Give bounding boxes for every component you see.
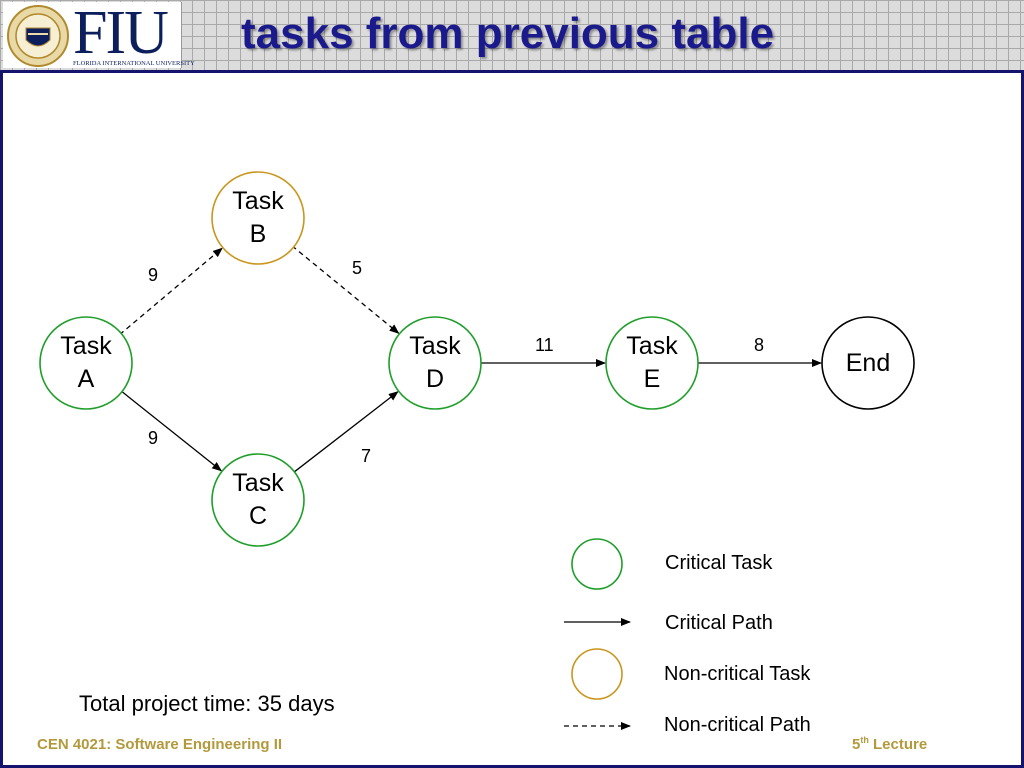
node-label-task-d: Task D: [409, 332, 461, 393]
legend-noncritical-task-swatch: [571, 648, 623, 700]
edge-weight-label: 9: [148, 265, 159, 285]
edge-weight-label: 8: [754, 335, 765, 355]
diagram-nodes: [39, 171, 915, 547]
edge-task-b-to-task-d: [291, 245, 400, 334]
edge-weight-label: 11: [535, 335, 554, 355]
fiu-logo-text: FIU: [73, 0, 169, 67]
footer-lecture-number: 5: [852, 736, 861, 753]
node-label-task-e: Task E: [626, 332, 678, 393]
edge-weight-label: 7: [361, 446, 372, 466]
legend-noncritical-path-label: Non-critical Path: [664, 714, 811, 736]
legend-critical-task-swatch: [571, 538, 623, 590]
edge-task-c-to-task-d: [292, 391, 399, 474]
node-task-b: [211, 171, 305, 265]
footer-lecture: 5th Lecture: [852, 735, 928, 754]
node-task-a: [39, 316, 133, 410]
fiu-logo-subtext: FLORIDA INTERNATIONAL UNIVERSITY: [73, 60, 195, 67]
legend-critical-path-label: Critical Path: [665, 612, 773, 634]
edge-task-a-to-task-c: [120, 389, 223, 472]
legend-markers: [564, 538, 631, 730]
diagram-edges: [119, 245, 822, 474]
edge-weight-label: 9: [148, 428, 159, 448]
footer-lecture-suffix: th: [860, 735, 869, 745]
edge-weight-label: 5: [352, 258, 363, 278]
header-divider: [0, 70, 1024, 73]
node-task-c: [211, 453, 305, 547]
node-label-task-c: Task C: [232, 469, 284, 530]
node-task-e: [605, 316, 699, 410]
legend-noncritical-task-label: Non-critical Task: [664, 663, 811, 685]
node-end: [821, 316, 915, 410]
slide-title: tasks from previous table: [241, 9, 775, 58]
fiu-logo: FIU FLORIDA INTERNATIONAL UNIVERSITY: [3, 0, 195, 68]
footer-lecture-word: Lecture: [868, 736, 928, 753]
legend-critical-task-label: Critical Task: [665, 552, 773, 574]
footer-course: CEN 4021: Software Engineering II: [37, 736, 283, 753]
node-label-end: End: [845, 348, 891, 377]
fiu-seal-icon: [7, 5, 69, 67]
slide-header: FIU FLORIDA INTERNATIONAL UNIVERSITY tas…: [0, 0, 1024, 72]
edge-task-a-to-task-b: [119, 247, 223, 336]
total-project-time: Total project time: 35 days: [79, 691, 335, 716]
node-task-d: [388, 316, 482, 410]
node-label-task-a: Task A: [60, 332, 112, 393]
node-label-task-b: Task B: [232, 187, 284, 248]
